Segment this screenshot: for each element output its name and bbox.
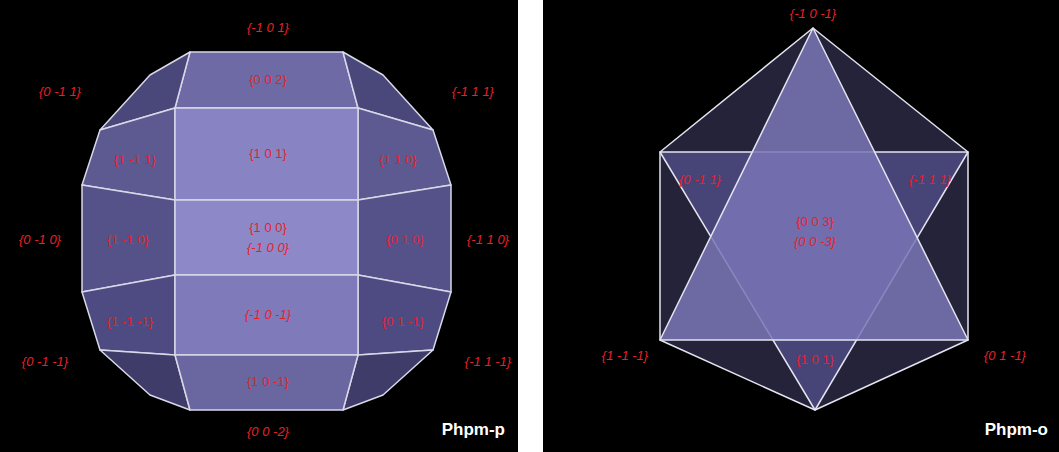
facet-index: {1 -1 1}	[114, 153, 156, 168]
crystal-face	[175, 108, 358, 200]
crystal-face	[82, 108, 175, 200]
facet-index: {1 0 1}	[249, 147, 287, 162]
crystal-face	[175, 200, 358, 275]
crystal-face	[660, 28, 968, 340]
facet-index: {0 0 -2}	[247, 425, 289, 440]
facet-index: {1 0 1}	[796, 353, 834, 368]
crystal-face	[175, 355, 358, 410]
crystal-face	[82, 275, 175, 355]
facet-index: {1 -1 -1}	[107, 315, 153, 330]
facet-index: {0 0 2}	[249, 73, 287, 88]
facet-index: {0 0 3}	[796, 215, 834, 230]
crystal-face	[82, 185, 175, 292]
facet-index: {-1 1 1}	[909, 173, 951, 188]
facet-index: {-1 0 0}	[247, 241, 289, 256]
facet-index: {0 -1 -1}	[22, 355, 68, 370]
facet-index: {1 -1 0}	[107, 233, 149, 248]
panel-background	[543, 0, 1059, 452]
facet-index: {-1 0 -1}	[790, 7, 836, 22]
facet-index: {0 1 -1}	[984, 349, 1026, 364]
facet-index: {-1 0 -1}	[245, 308, 291, 323]
facet-index: {1 1 0}	[379, 153, 417, 168]
facet-index: {-1 1 0}	[467, 233, 509, 248]
panel-tag: Phpm-p	[442, 420, 505, 440]
crystal-face	[175, 52, 358, 108]
crystal-face	[358, 275, 451, 355]
polyhedron-p	[82, 52, 451, 410]
facet-index: {1 0 0}	[249, 221, 287, 236]
crystal-face	[175, 275, 358, 355]
facet-index: {0 1 -1}	[382, 315, 424, 330]
facet-index: {1 0 -1}	[247, 375, 289, 390]
facet-index: {1 -1 -1}	[602, 349, 648, 364]
crystal-face	[358, 185, 451, 292]
facet-index: {0 1 0}	[386, 233, 424, 248]
facet-index: {-1 0 1}	[247, 21, 289, 36]
crystal-face	[358, 108, 451, 200]
facet-index: {-1 1 -1}	[465, 355, 511, 370]
facet-index: {0 -1 0}	[19, 233, 61, 248]
facet-index: {0 -1 1}	[39, 85, 81, 100]
panel-background	[0, 0, 518, 452]
facet-index: {-1 1 1}	[452, 85, 494, 100]
crystal-face	[660, 28, 968, 410]
facet-index: {0 0 -3}	[794, 235, 836, 250]
panel-tag: Phpm-o	[985, 420, 1048, 440]
facet-index: {0 -1 1}	[679, 173, 721, 188]
polyhedron-o	[660, 28, 968, 410]
